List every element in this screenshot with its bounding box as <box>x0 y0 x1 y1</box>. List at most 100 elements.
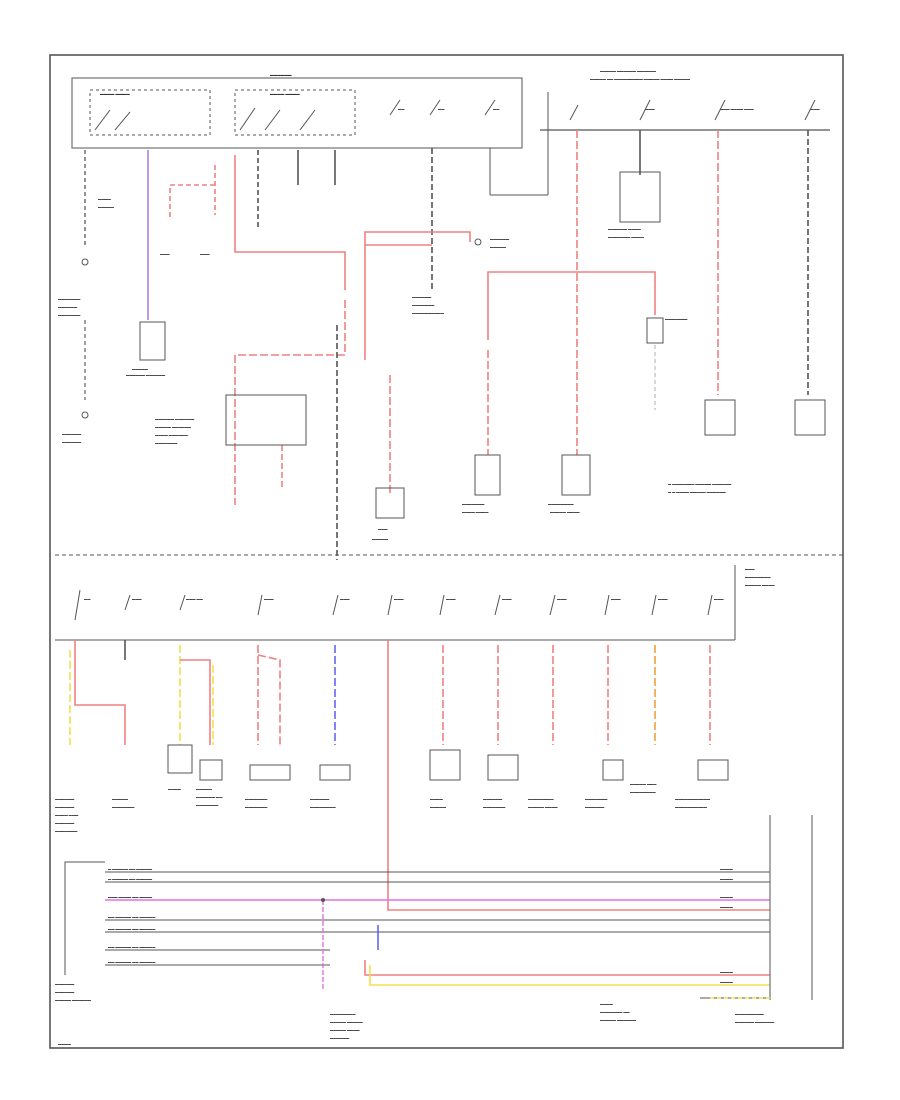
svg-text:▬▬▬▬▬: ▬▬▬▬▬ <box>372 537 389 541</box>
svg-text:▬▬▬▬▬▬: ▬▬▬▬▬▬ <box>490 237 510 241</box>
lower-wires <box>69 640 770 911</box>
svg-text:▬▬▬▬▬▬: ▬▬▬▬▬▬ <box>55 805 75 809</box>
svg-text:▬▬▬▬▬▬: ▬▬▬▬▬▬ <box>412 295 432 299</box>
svg-text:▬▬▬▬▬: ▬▬▬▬▬ <box>132 367 149 371</box>
top-wires: ▬▬▬▬▬ ▬▬▬▬▬▬ ▬▬▬▬▬▬ <box>81 130 809 560</box>
relay-module-2 <box>234 89 356 136</box>
relay-box-label-1: ▬▬▬▬ ▬▬▬▬ <box>100 92 130 96</box>
battery-relay-box <box>71 77 523 149</box>
svg-text:▬▬▬▬▬▬: ▬▬▬▬▬▬ <box>58 305 78 309</box>
svg-text:▬▬▬▬▬ ▬▬▬▬▬▬: ▬▬▬▬▬ ▬▬▬▬▬▬ <box>155 425 192 429</box>
mid-components: ▬▬▬▬▬▬ ▬▬▬▬▬▬ ▬▬▬▬▬ ▬▬▬▬▬▬ ▬▬▬▬ ▬▬▬▬▬▬ ▬… <box>58 171 826 541</box>
svg-text:▬▬▬▬▬: ▬▬▬▬▬ <box>98 205 115 209</box>
svg-text:▬▬▬ ▬▬▬▬ ▬▬ ▬▬▬▬: ▬▬▬ ▬▬▬▬ ▬▬ ▬▬▬▬ <box>108 895 153 899</box>
svg-text:▬▬▬▬▬ ▬▬▬: ▬▬▬▬▬ ▬▬▬ <box>630 782 657 786</box>
svg-text:▬▬▬▬: ▬▬▬▬ <box>720 905 734 909</box>
bottom-harness: ▬ ▬▬▬▬▬ ▬▬ ▬▬▬▬▬ ▬ ▬▬▬▬▬ ▬▬ ▬▬▬▬▬ ▬▬▬ ▬▬… <box>55 815 813 1040</box>
middle-fuse-box: ▬▬▬ ▬▬▬▬▬▬▬▬ ▬▬▬▬▬ ▬▬▬▬ ▬▬ ▬▬▬ ▬▬▬ ▬▬ ▬▬… <box>55 554 843 641</box>
svg-text:▬▬▬▬▬▬: ▬▬▬▬▬▬ <box>585 805 605 809</box>
svg-text:▬▬▬▬: ▬▬▬▬ <box>600 1002 614 1006</box>
top-fuse-relay-area: ▬▬▬▬ ▬▬▬▬ ▬▬▬▬ ▬▬▬▬ ▬▬▬▬▬▬ ▬▬ ▬▬ ▬▬ ▬▬▬▬… <box>71 69 830 196</box>
power-distributor-label: ▬▬▬▬▬ ▬▬▬▬▬▬ ▬▬▬▬▬▬ <box>600 69 657 73</box>
svg-text:▬▬▬▬ ▬▬▬▬: ▬▬▬▬ ▬▬▬▬ <box>462 510 489 514</box>
svg-text:▬▬▬: ▬▬▬ <box>446 597 456 601</box>
svg-text:▬ ▬▬▬▬▬▬▬ ▬▬▬▬▬ ▬▬▬▬▬▬: ▬ ▬▬▬▬▬▬▬ ▬▬▬▬▬ ▬▬▬▬▬▬ <box>668 482 732 486</box>
svg-text:▬▬▬▬▬▬▬: ▬▬▬▬▬▬▬ <box>58 313 81 317</box>
svg-text:▬▬▬: ▬▬▬ <box>611 597 621 601</box>
svg-text:▬▬▬▬▬▬ ▬▬▬▬▬▬: ▬▬▬▬▬▬ ▬▬▬▬▬▬ <box>155 417 195 421</box>
svg-text:▬▬▬: ▬▬▬ <box>557 597 567 601</box>
svg-text:▬▬▬▬▬▬: ▬▬▬▬▬▬ <box>62 440 82 444</box>
svg-text:▬▬▬▬: ▬▬▬▬ <box>720 970 734 974</box>
svg-text:▬▬▬▬: ▬▬▬▬ <box>720 895 734 899</box>
svg-text:▬▬▬▬▬▬▬ ▬▬: ▬▬▬▬▬▬▬ ▬▬ <box>600 1010 630 1014</box>
svg-text:▬▬▬▬ ▬▬▬▬▬▬: ▬▬▬▬ ▬▬▬▬▬▬ <box>155 433 189 437</box>
svg-text:▬▬▬▬▬▬▬: ▬▬▬▬▬▬▬ <box>155 441 178 445</box>
svg-text:▬▬▬▬▬: ▬▬▬▬▬ <box>490 245 507 249</box>
svg-text:▬▬▬: ▬▬▬ <box>658 597 668 601</box>
svg-text:▬▬▬▬▬▬▬: ▬▬▬▬▬▬▬ <box>462 502 485 506</box>
svg-text:▬▬▬▬▬▬▬▬: ▬▬▬▬▬▬▬▬ <box>745 575 771 579</box>
relay-module-1 <box>89 89 211 136</box>
relay-box-header: ▬▬▬▬▬▬ <box>270 73 292 77</box>
svg-text:▬▬▬▬▬▬▬▬: ▬▬▬▬▬▬▬▬ <box>330 1012 356 1016</box>
svg-text:▬▬▬▬▬: ▬▬▬▬▬ <box>112 797 129 801</box>
svg-text:▬▬▬: ▬▬▬ <box>645 107 655 111</box>
svg-text:▬▬▬▬: ▬▬▬▬ <box>168 787 182 791</box>
svg-text:▬▬▬▬▬ ▬▬▬▬: ▬▬▬▬▬ ▬▬▬▬ <box>528 805 558 809</box>
svg-text:▬▬▬▬▬▬: ▬▬▬▬▬▬ <box>330 1036 350 1040</box>
svg-text:▬▬▬▬: ▬▬▬▬ <box>98 197 112 201</box>
svg-text:▬▬▬▬: ▬▬▬▬ <box>720 867 734 871</box>
svg-text:▬▬▬▬▬▬: ▬▬▬▬▬▬ <box>62 432 82 436</box>
svg-text:▬▬▬▬▬▬▬: ▬▬▬▬▬▬▬ <box>58 297 81 301</box>
svg-text:▬▬▬: ▬▬▬ <box>502 597 512 601</box>
svg-text:▬▬▬▬▬▬: ▬▬▬▬▬▬ <box>55 990 75 994</box>
svg-text:▬▬▬▬▬▬ ▬▬: ▬▬▬▬▬▬ ▬▬ <box>196 795 223 799</box>
svg-text:▬▬▬▬▬▬▬: ▬▬▬▬▬▬▬ <box>112 805 135 809</box>
fuse-row: ▬▬ ▬▬▬ ▬▬▬ ▬▬ ▬▬▬ ▬▬▬ ▬▬▬ ▬▬▬ ▬▬▬ ▬▬▬ ▬▬… <box>74 589 724 621</box>
svg-text:▬▬▬▬▬▬▬: ▬▬▬▬▬▬▬ <box>585 797 608 801</box>
svg-text:▬▬▬▬▬▬▬▬: ▬▬▬▬▬▬▬▬ <box>630 790 656 794</box>
svg-text:▬▬▬▬▬ ▬▬▬▬: ▬▬▬▬▬ ▬▬▬▬ <box>550 510 580 514</box>
svg-text:▬▬▬: ▬▬▬ <box>810 107 820 111</box>
svg-text:▬▬▬ ▬▬▬▬ ▬▬▬: ▬▬▬ ▬▬▬▬ ▬▬▬ <box>720 107 754 111</box>
diagram-border <box>49 54 844 1049</box>
svg-text:▬▬▬▬▬ ▬▬▬▬: ▬▬▬▬▬ ▬▬▬▬ <box>745 583 775 587</box>
svg-text:▬▬▬: ▬▬▬ <box>200 252 210 256</box>
svg-text:▬▬▬▬▬▬: ▬▬▬▬▬▬ <box>483 797 503 801</box>
svg-text:▬▬: ▬▬ <box>398 107 405 111</box>
svg-text:▬▬▬▬▬▬▬: ▬▬▬▬▬▬▬ <box>245 797 268 801</box>
svg-text:▬▬: ▬▬ <box>493 107 500 111</box>
svg-text:▬▬▬▬ ▬▬▬: ▬▬▬▬ ▬▬▬ <box>55 813 79 817</box>
svg-text:▬▬▬▬▬▬▬▬: ▬▬▬▬▬▬▬▬ <box>528 797 554 801</box>
svg-text:▬▬▬▬▬: ▬▬▬▬▬ <box>196 787 213 791</box>
svg-text:▬▬▬: ▬▬▬ <box>340 597 350 601</box>
svg-text:▬▬▬▬▬▬▬: ▬▬▬▬▬▬▬ <box>665 317 688 321</box>
svg-text:▬▬ ▬▬▬▬▬ ▬▬ ▬▬▬▬▬: ▬▬ ▬▬▬▬▬ ▬▬ ▬▬▬▬▬ <box>108 945 156 949</box>
svg-text:▬▬▬▬▬: ▬▬▬▬▬ <box>430 805 447 809</box>
relay-box-label-2: ▬▬▬▬ ▬▬▬▬ <box>270 92 300 96</box>
lower-components: ▬▬▬▬▬▬ ▬▬▬▬▬▬ ▬▬▬▬ ▬▬▬ ▬▬▬▬▬▬ ▬▬▬▬▬▬▬ ▬▬… <box>55 744 729 833</box>
svg-text:▬▬▬▬▬▬ ▬▬▬▬: ▬▬▬▬▬▬ ▬▬▬▬ <box>608 227 642 231</box>
svg-text:▬▬ ▬▬▬▬▬ ▬▬ ▬▬▬▬▬: ▬▬ ▬▬▬▬▬ ▬▬ ▬▬▬▬▬ <box>108 915 156 919</box>
page-footer-mark: ▬▬▬▬ <box>58 1042 72 1046</box>
svg-text:▬▬▬: ▬▬▬ <box>745 567 755 571</box>
svg-text:▬ ▬ ▬▬▬▬ ▬▬▬▬▬ ▬▬▬▬▬▬: ▬ ▬ ▬▬▬▬ ▬▬▬▬▬ ▬▬▬▬▬▬ <box>668 490 727 494</box>
svg-text:▬▬: ▬▬ <box>84 597 91 601</box>
svg-text:▬▬▬▬▬ ▬▬▬▬: ▬▬▬▬▬ ▬▬▬▬ <box>330 1028 360 1032</box>
svg-text:▬▬▬▬▬▬ ▬▬▬▬▬▬: ▬▬▬▬▬▬ ▬▬▬▬▬▬ <box>735 1020 775 1024</box>
svg-text:▬▬▬▬▬▬: ▬▬▬▬▬▬ <box>310 797 330 801</box>
svg-text:▬▬▬▬▬▬▬: ▬▬▬▬▬▬▬ <box>55 829 78 833</box>
svg-text:▬▬▬▬: ▬▬▬▬ <box>720 980 734 984</box>
svg-text:▬▬▬: ▬▬▬ <box>264 597 274 601</box>
svg-text:▬ ▬▬▬▬▬ ▬▬ ▬▬▬▬▬: ▬ ▬▬▬▬▬ ▬▬ ▬▬▬▬▬ <box>108 877 153 881</box>
svg-text:▬▬▬▬▬▬▬: ▬▬▬▬▬▬▬ <box>483 805 506 809</box>
svg-text:▬▬▬▬▬▬▬▬: ▬▬▬▬▬▬▬▬ <box>310 805 336 809</box>
svg-text:▬▬▬▬▬ ▬▬ ▬▬▬▬▬▬▬▬▬ ▬▬▬▬▬ ▬▬▬▬: ▬▬▬▬▬ ▬▬ ▬▬▬▬▬▬▬▬▬ ▬▬▬▬▬ ▬▬▬▬ ▬▬▬▬▬ <box>590 77 691 81</box>
svg-text:▬▬▬▬▬ ▬▬▬▬▬▬: ▬▬▬▬▬ ▬▬▬▬▬▬ <box>600 1018 637 1022</box>
svg-text:▬▬▬: ▬▬▬ <box>132 597 142 601</box>
svg-text:▬▬▬: ▬▬▬ <box>394 597 404 601</box>
svg-text:▬▬▬▬▬▬▬▬▬: ▬▬▬▬▬▬▬▬▬ <box>735 1012 765 1016</box>
